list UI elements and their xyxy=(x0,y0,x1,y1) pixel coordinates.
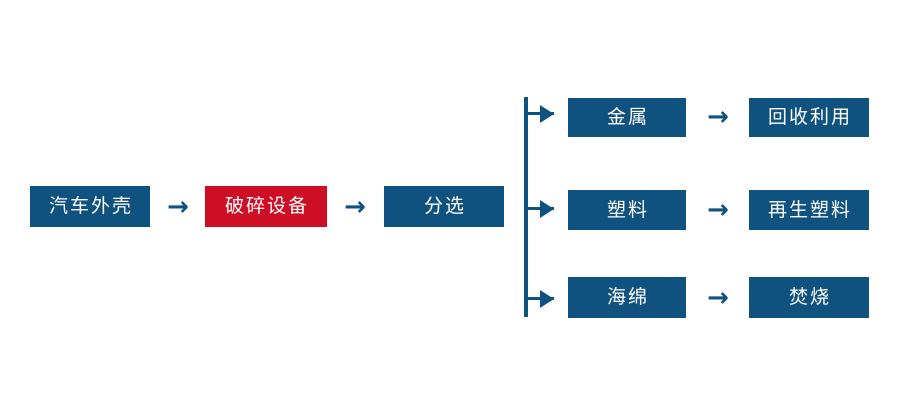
node-material-metal: 金属 xyxy=(568,98,686,137)
arrow-right-icon-sponge-to-incineration: → xyxy=(707,283,729,313)
arrow-head-icon-metal xyxy=(540,105,554,123)
arrow-right-icon-crusher-to-sorting: → xyxy=(344,192,366,222)
arrow-head-icon-plastic xyxy=(540,200,554,218)
node-crushing-equipment: 破碎设备 xyxy=(205,186,327,227)
branch-line-plastic xyxy=(524,207,554,210)
node-outcome-regenerated-plastic: 再生塑料 xyxy=(749,190,869,230)
arrow-right-icon-plastic-to-regenerated: → xyxy=(707,195,729,225)
arrow-head-icon-sponge xyxy=(540,290,554,308)
node-outcome-incineration: 焚烧 xyxy=(749,277,869,318)
node-material-plastic: 塑料 xyxy=(568,190,686,230)
node-outcome-recycle: 回收利用 xyxy=(749,98,869,137)
node-sorting: 分选 xyxy=(384,186,504,227)
arrow-right-icon-shell-to-crusher: → xyxy=(167,192,189,222)
branch-line-metal xyxy=(524,112,554,115)
branch-line-sponge xyxy=(524,297,554,300)
node-car-shell: 汽车外壳 xyxy=(30,186,150,227)
node-material-sponge: 海绵 xyxy=(568,277,686,318)
arrow-right-icon-metal-to-recycle: → xyxy=(707,102,729,132)
